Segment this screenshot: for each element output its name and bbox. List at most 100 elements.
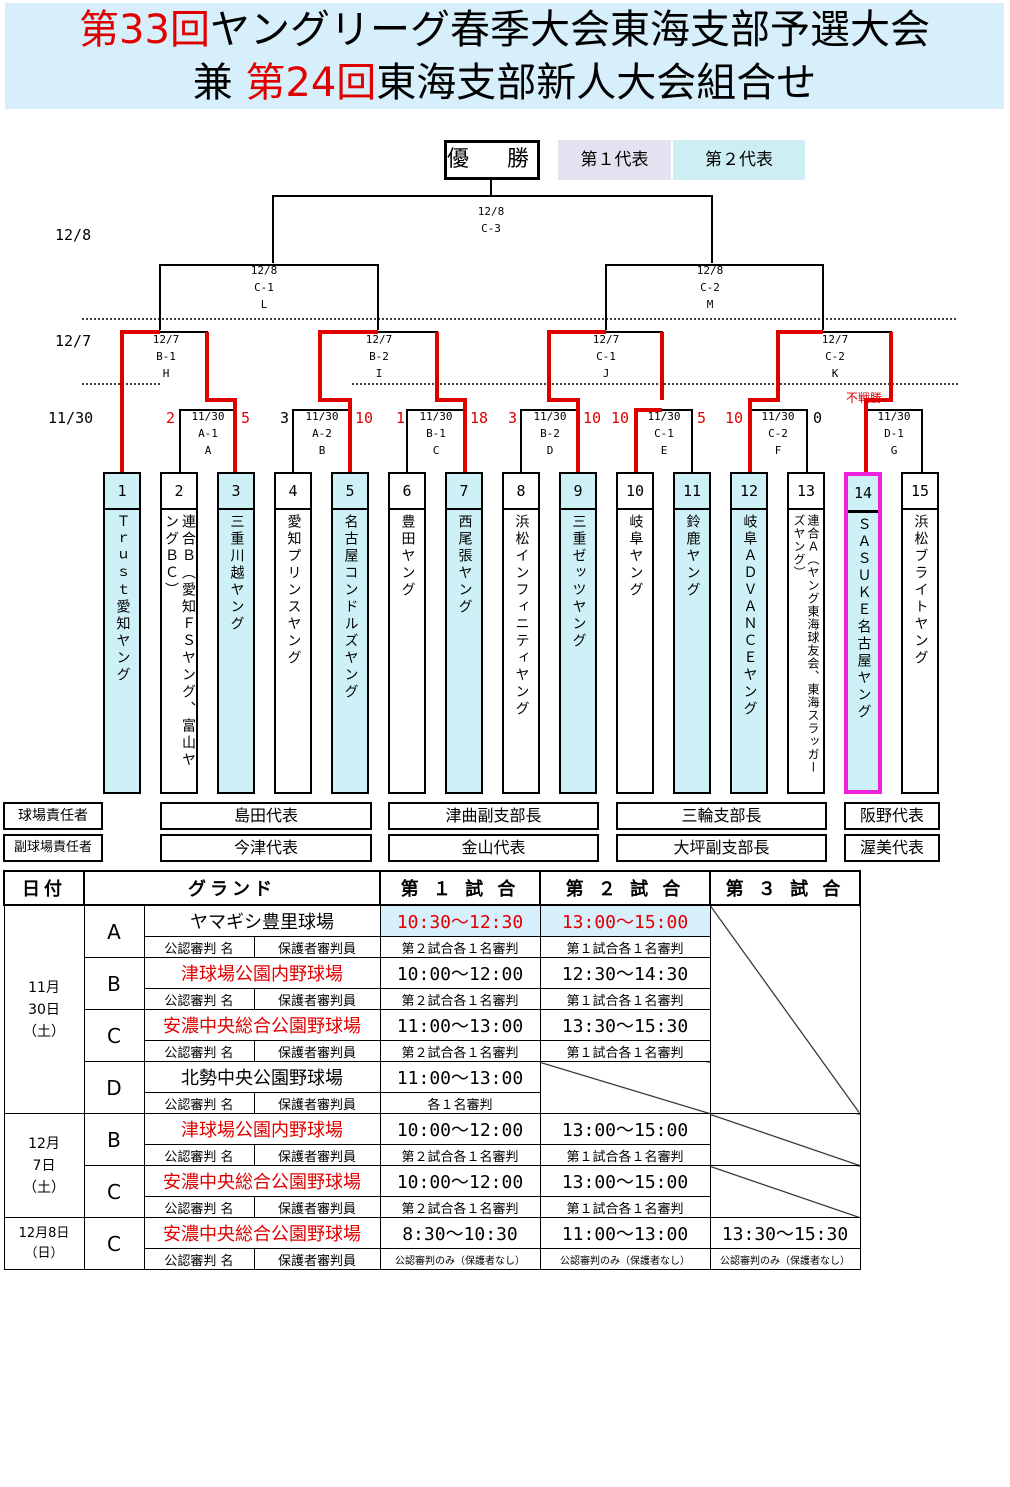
team-name: Ｔｒｕｓｔ愛知ヤング bbox=[114, 514, 131, 684]
team-number: 15 bbox=[903, 474, 937, 510]
team-number: 12 bbox=[732, 474, 766, 510]
date-cell: 12月 7日 （土） bbox=[3, 1113, 85, 1218]
game-2-umpire: 第１試合各１名審判 bbox=[539, 988, 711, 1010]
team-name: 三重川越ヤング bbox=[228, 514, 245, 633]
parent-umpire-label: 保護者審判員 bbox=[253, 936, 381, 958]
official-umpire-label: 公認審判 名 bbox=[143, 1092, 255, 1114]
venue-name: ヤマギシ豊里球場 bbox=[143, 904, 381, 937]
ground-letter: D bbox=[83, 1061, 145, 1114]
score-b-right: 10 bbox=[355, 409, 374, 427]
game-1-umpire: 第２試合各１名審判 bbox=[379, 988, 541, 1010]
game-2-time: 13:30～15:30 bbox=[539, 1009, 711, 1041]
team-number: 8 bbox=[504, 474, 538, 510]
game-2-time: 13:00～15:00 bbox=[539, 904, 711, 937]
team-number: 9 bbox=[561, 474, 595, 510]
venue-name: 津球場公園内野球場 bbox=[143, 1113, 381, 1145]
title-line-1: 第33回ヤングリーグ春季大会東海支部予選大会 bbox=[5, 5, 1004, 55]
game-1-time: 10:00～12:00 bbox=[379, 1113, 541, 1145]
game-1-time: 11:00～13:00 bbox=[379, 1009, 541, 1041]
game-2-umpire: 公認審判のみ（保護者なし） bbox=[539, 1248, 711, 1270]
game-2-time: 11:00～13:00 bbox=[539, 1217, 711, 1249]
game-1-umpire: 第２試合各１名審判 bbox=[379, 1144, 541, 1166]
champion-box: 優 勝 bbox=[444, 140, 540, 180]
table-row: 公認審判 名 保護者審判員 第２試合各１名審判 第１試合各１名審判 bbox=[4, 1196, 860, 1218]
table-row: D 北勢中央公園野球場 11:00～13:00 bbox=[4, 1061, 860, 1114]
empty-slot bbox=[709, 1113, 861, 1166]
team-name: 名古屋コンドルズヤング bbox=[342, 514, 359, 701]
header-ground: グランド bbox=[83, 870, 381, 906]
official-umpire-label: 公認審判 名 bbox=[143, 1248, 255, 1270]
official-vice: 大坪副支部長 bbox=[616, 834, 827, 862]
team-name: 豊田ヤング bbox=[399, 514, 416, 599]
ground-letter: C bbox=[83, 1009, 145, 1062]
match-label-m: 12/8 C-2 M bbox=[696, 264, 724, 311]
official-umpire-label: 公認審判 名 bbox=[143, 1144, 255, 1166]
header-date: 日付 bbox=[3, 870, 85, 906]
game-1-time: 8:30～10:30 bbox=[379, 1217, 541, 1249]
venue-name: 安濃中央総合公園野球場 bbox=[143, 1217, 381, 1249]
team-number: 3 bbox=[219, 474, 253, 510]
score-f-right: 0 bbox=[813, 409, 823, 427]
team-box: 9 三重ゼッツヤング bbox=[559, 472, 597, 794]
title-prefix: 兼 bbox=[192, 60, 246, 106]
official-umpire-label: 公認審判 名 bbox=[143, 1196, 255, 1218]
team-number: 6 bbox=[390, 474, 424, 510]
team-name: 愛知プリンスヤング bbox=[285, 514, 302, 667]
game-1-time: 10:30～12:30 bbox=[379, 904, 541, 937]
team-name: 岐阜ヤング bbox=[627, 514, 644, 599]
game-3-time: 13:30～15:30 bbox=[709, 1217, 861, 1249]
header-game-2: 第 ２ 試 合 bbox=[539, 870, 711, 906]
match-label-l: 12/8 C-1 L bbox=[250, 264, 278, 311]
team-number: 14 bbox=[848, 476, 878, 513]
ground-letter: C bbox=[83, 1217, 145, 1270]
table-row: C 安濃中央総合公園野球場 11:00～13:00 13:30～15:30 bbox=[4, 1009, 860, 1062]
game-1-umpire: 各１名審判 bbox=[379, 1092, 541, 1114]
parent-umpire-label: 保護者審判員 bbox=[253, 1196, 381, 1218]
score-b-left: 3 bbox=[280, 409, 290, 427]
team-name: 鈴鹿ヤング bbox=[684, 514, 701, 599]
parent-umpire-label: 保護者審判員 bbox=[253, 1092, 381, 1114]
game-2-time: 13:00～15:00 bbox=[539, 1113, 711, 1145]
empty-slot bbox=[709, 904, 861, 1114]
team-number: 13 bbox=[789, 474, 823, 510]
date-cell: 12月8日 （日） bbox=[3, 1217, 85, 1270]
venue-name: 安濃中央総合公園野球場 bbox=[143, 1165, 381, 1197]
schedule-table: 日付 グランド 第 １ 試 合 第 ２ 試 合 第 ３ 試 合 11月 30日 … bbox=[3, 870, 861, 1270]
parent-umpire-label: 保護者審判員 bbox=[253, 988, 381, 1010]
team-box: 3 三重川越ヤング bbox=[217, 472, 255, 794]
parent-umpire-label: 保護者審判員 bbox=[253, 1040, 381, 1062]
team-number: 10 bbox=[618, 474, 652, 510]
game-1-time: 10:00～12:00 bbox=[379, 957, 541, 989]
legend-second-rep: 第２代表 bbox=[673, 140, 805, 180]
header-game-3: 第 ３ 試 合 bbox=[709, 870, 861, 906]
header-game-1: 第 １ 試 合 bbox=[379, 870, 541, 906]
empty-slot bbox=[539, 1061, 711, 1114]
score-a-left: 2 bbox=[166, 409, 176, 427]
match-label-c3: 12/8 C-3 bbox=[477, 205, 505, 235]
score-a-right: 5 bbox=[241, 409, 251, 427]
title-banner: 第33回ヤングリーグ春季大会東海支部予選大会 兼 第24回東海支部新人大会組合せ bbox=[5, 3, 1004, 109]
team-name: 三重ゼッツヤング bbox=[570, 514, 587, 650]
table-row: 11月 30日 （土） A ヤマギシ豊里球場 10:30～12:30 13:00… bbox=[3, 904, 861, 1114]
game-2-umpire: 第１試合各１名審判 bbox=[539, 1144, 711, 1166]
match-label-f: 11/30 C-2 F bbox=[761, 410, 795, 457]
title-edition2-red: 第24回 bbox=[245, 60, 377, 106]
role-label-manager: 球場責任者 bbox=[3, 802, 103, 830]
game-2-time: 12:30～14:30 bbox=[539, 957, 711, 989]
score-f-left: 10 bbox=[725, 409, 744, 427]
parent-umpire-label: 保護者審判員 bbox=[253, 1248, 381, 1270]
date-first-round: 11/30 bbox=[48, 409, 94, 427]
official-manager: 島田代表 bbox=[160, 802, 372, 830]
date-final: 12/8 bbox=[55, 226, 92, 244]
table-row: 公認審判 名 保護者審判員 第２試合各１名審判 第１試合各１名審判 bbox=[4, 988, 860, 1010]
bracket-lines bbox=[82, 180, 958, 472]
